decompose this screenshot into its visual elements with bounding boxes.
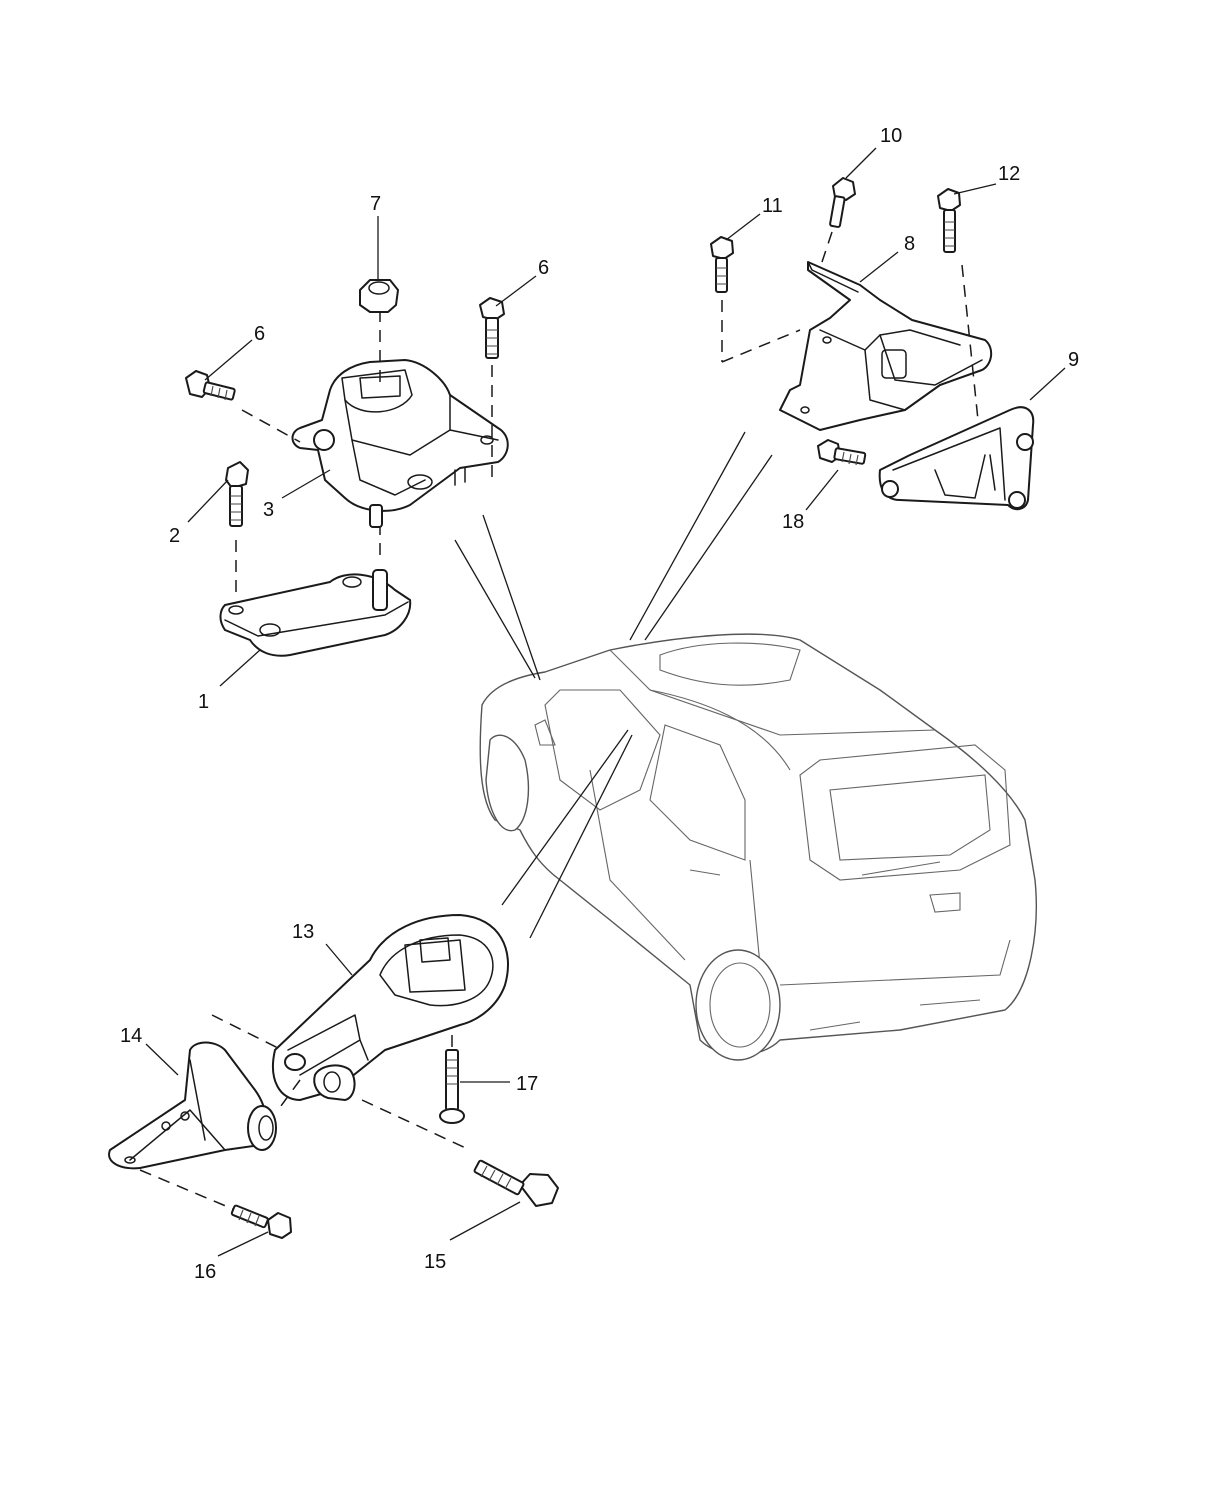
callout-18: 18 <box>782 511 804 533</box>
callout-17: 17 <box>516 1073 538 1095</box>
callout-8: 8 <box>904 233 915 255</box>
callout-6-left: 6 <box>254 323 265 345</box>
bolt-part-6-right <box>479 297 505 485</box>
nut-part-7 <box>359 279 399 313</box>
callout-9: 9 <box>1068 349 1079 371</box>
assembly-leaders <box>454 431 773 939</box>
callout-15: 15 <box>424 1251 446 1273</box>
bolt-part-10 <box>821 177 856 263</box>
callout-11: 11 <box>762 195 783 217</box>
bolt-part-17 <box>439 1035 465 1124</box>
callout-1: 1 <box>198 691 209 713</box>
callout-leaders <box>145 147 1066 1257</box>
bolt-part-2 <box>225 461 249 600</box>
callout-7: 7 <box>370 193 381 215</box>
mount-part-8 <box>721 261 993 431</box>
bolt-part-12 <box>937 188 961 253</box>
callout-13: 13 <box>292 921 314 943</box>
bolt-part-16 <box>230 1204 292 1239</box>
bolt-part-18 <box>817 439 867 466</box>
bolt-part-6-left <box>185 370 301 443</box>
torque-rod-part-13 <box>211 914 509 1111</box>
callout-3: 3 <box>263 499 274 521</box>
engine-mount-part-3 <box>291 310 509 528</box>
callout-labels: 1 2 3 6 6 7 8 9 10 11 12 13 14 15 16 17 … <box>120 125 1079 1283</box>
callout-14: 14 <box>120 1025 142 1047</box>
callout-16: 16 <box>194 1261 216 1283</box>
bolt-part-11 <box>710 236 734 293</box>
callout-12: 12 <box>998 163 1020 185</box>
callout-2: 2 <box>169 525 180 547</box>
bolt-part-15 <box>361 1099 559 1207</box>
vehicle-outline <box>479 633 1037 1061</box>
callout-6-right: 6 <box>538 257 549 279</box>
bracket-part-14 <box>108 1041 277 1213</box>
callout-10: 10 <box>880 125 902 147</box>
mount-bracket-part-1 <box>219 520 412 657</box>
bracket-part-9 <box>878 264 1035 511</box>
